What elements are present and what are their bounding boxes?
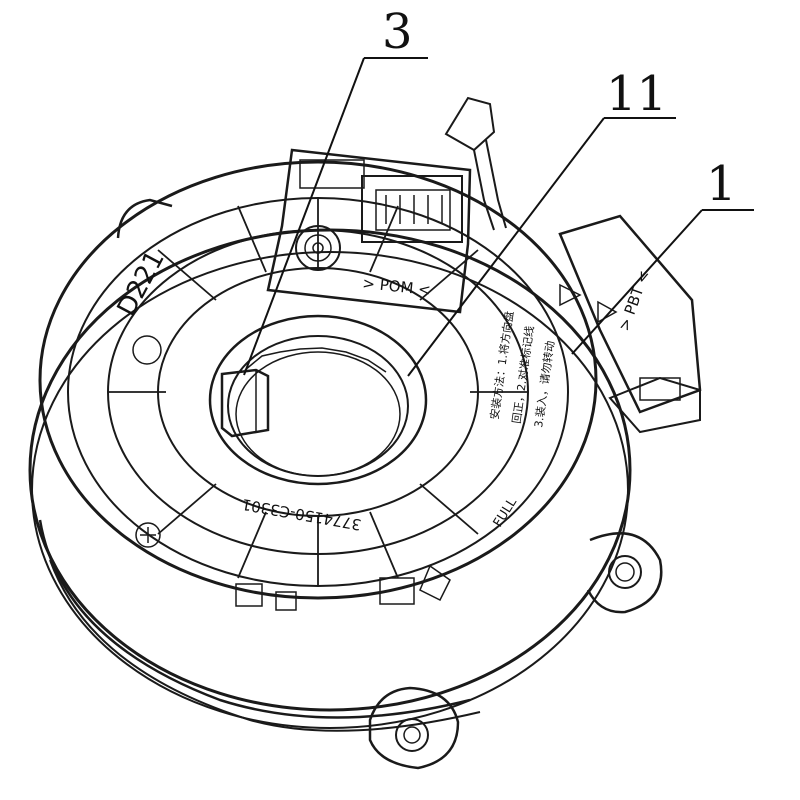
radial-ribs (108, 198, 528, 586)
cjk-line: 回正，2.对准标记线 (509, 325, 537, 424)
full-mark: FULL (491, 495, 521, 530)
connector-left-label: > POM < (362, 274, 432, 299)
callout-label-1: 1 (706, 156, 737, 212)
callout-leaders (243, 57, 754, 377)
locking-tab (220, 368, 270, 438)
cjk-line: 3.装入，请勿转动 (531, 340, 557, 429)
callout-label-11: 11 (606, 66, 667, 122)
wire-harness (444, 96, 507, 231)
central-rotor (208, 314, 428, 486)
connector-pbt (558, 214, 702, 434)
engraved-symbols (132, 283, 618, 611)
connector-pom (266, 148, 472, 314)
callout-label-3: 3 (382, 4, 413, 60)
mounting-ear-right (586, 532, 663, 614)
mounting-ear-bottom (368, 686, 460, 770)
mounting-tab-left (116, 198, 173, 239)
